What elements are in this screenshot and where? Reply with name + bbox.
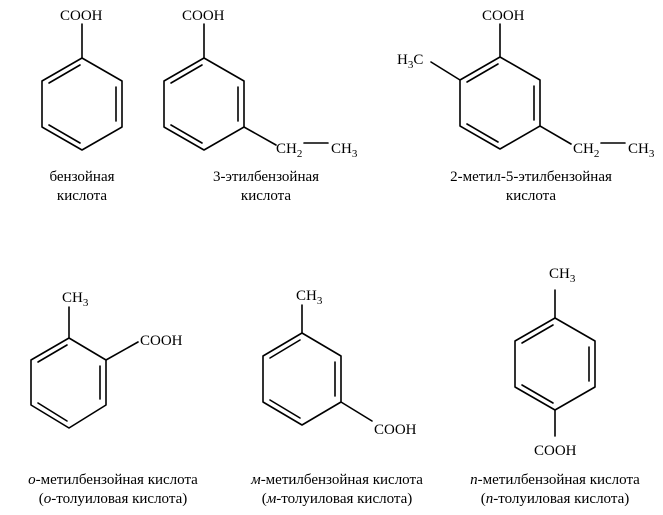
para-caption-alt-rest: -толуиловая кислота) (493, 491, 630, 507)
methylethylbenzoic-acid-methyl-bond (430, 61, 461, 81)
methylethylbenzoic-acid-ring (459, 56, 541, 150)
methylethylbenzoic-acid-ch2-label: CH2 (573, 141, 599, 160)
benzoic-acid-structure: COOH (41, 8, 123, 151)
ortho-caption-alt-rest: -толуиловая кислота) (51, 491, 188, 507)
meta-caption-alt-rest: -толуиловая кислота) (276, 491, 413, 507)
para-paren-open: ( (480, 491, 486, 507)
meta-paren-open: ( (261, 491, 267, 507)
ortho-toluic-acid-caption-line1: о-метилбензойная кислота (0, 471, 226, 490)
methylethylbenzoic-acid-caption-line2: кислота (505, 188, 557, 204)
ortho-toluic-acid-inner-bond (37, 402, 68, 422)
ortho-toluic-acid-caption-line2: (о-толуиловая кислота) (0, 490, 226, 509)
meta-toluic-acid-inner-bond (269, 399, 301, 419)
ethylbenzoic-acid-caption: 3-этилбензойная кислота (188, 168, 344, 206)
meta-prefix-alt: м (266, 491, 277, 507)
ethylbenzoic-acid-cooh-label: COOH (182, 8, 225, 24)
meta-prefix: м (251, 472, 261, 488)
para-toluic-acid-structure: CH3 COOH (514, 266, 596, 459)
para-prefix-alt: п (485, 491, 494, 507)
ortho-toluic-acid-structure: CH3 COOH (30, 290, 183, 429)
para-toluic-acid-caption-line1: п-метилбензойная кислота (448, 471, 662, 490)
ortho-toluic-acid-caption: о-метилбензойная кислота (о-толуиловая к… (0, 471, 226, 509)
methylethylbenzoic-acid-ch3-label: CH3 (628, 141, 655, 160)
methylethylbenzoic-acid-ethyl-bond (539, 125, 572, 145)
methylethylbenzoic-acid-cooh-label: COOH (482, 8, 525, 24)
meta-toluic-acid-caption-line2: (м-толуиловая кислота) (226, 490, 448, 509)
ethylbenzoic-acid-inner-bond (170, 124, 203, 144)
methylethylbenzoic-acid-caption-line1: 2-метил-5-этилбензойная (450, 169, 612, 185)
para-caption-rest: -метилбензойная кислота (477, 472, 640, 488)
para-toluic-acid-caption: п-метилбензойная кислота (п-толуиловая к… (448, 471, 662, 509)
meta-toluic-acid-inner-bond (269, 339, 301, 359)
para-toluic-acid-ring (514, 317, 596, 411)
meta-toluic-acid-ring (262, 332, 342, 426)
ortho-toluic-acid-ch3-label: CH3 (62, 290, 89, 309)
ethylbenzoic-acid-ch2-label: CH2 (276, 141, 302, 160)
ortho-caption-rest: -метилбензойная кислота (35, 472, 198, 488)
benzoic-acid-inner-bond (48, 124, 81, 144)
para-toluic-acid-ch3-label: CH3 (549, 266, 576, 285)
ethylbenzoic-acid-inner-bond (170, 64, 203, 84)
benzoic-acid-cooh-label: COOH (60, 8, 103, 24)
para-toluic-acid-cooh-label: COOH (534, 443, 577, 459)
methylethylbenzoic-acid-inner-bond (466, 123, 499, 143)
benzoic-acid-caption: бензойная кислота (32, 168, 132, 206)
ethylbenzoic-acid-ch3-label: CH3 (331, 141, 358, 160)
meta-toluic-acid-cooh-label: COOH (374, 422, 417, 438)
ethylbenzoic-acid-caption-line1: 3-этилбензойная (212, 169, 320, 185)
ethylbenzoic-acid-caption-line2: кислота (240, 188, 292, 204)
methylethylbenzoic-acid-inner-bond (466, 63, 499, 83)
ortho-toluic-acid-cooh-label: COOH (140, 333, 183, 349)
benzoic-acid-ring (41, 57, 123, 151)
meta-toluic-acid-ch3-label: CH3 (296, 288, 323, 307)
ortho-toluic-acid-ring (30, 337, 107, 429)
ethylbenzoic-acid-structure: COOH CH2 CH3 (163, 8, 358, 160)
ortho-paren-open: ( (38, 491, 44, 507)
meta-toluic-acid-caption: м-метилбензойная кислота (м-толуиловая к… (226, 471, 448, 509)
meta-caption-rest: -метилбензойная кислота (260, 472, 423, 488)
meta-toluic-acid-caption-line1: м-метилбензойная кислота (226, 471, 448, 490)
para-toluic-acid-inner-bond (521, 324, 554, 344)
ortho-prefix: о (28, 472, 36, 488)
methylethylbenzoic-acid-structure: COOH H3C CH2 CH3 (397, 8, 655, 160)
benzoic-acid-caption-line1: бензойная (49, 169, 115, 185)
benzoic-acid-caption-line2: кислота (56, 188, 108, 204)
para-toluic-acid-caption-line2: (п-толуиловая кислота) (448, 490, 662, 509)
ethylbenzoic-acid-ethyl-bond (243, 126, 277, 146)
ortho-toluic-acid-cooh-bond (105, 341, 139, 361)
methylethylbenzoic-acid-caption: 2-метил-5-этилбензойная кислота (418, 168, 644, 206)
meta-toluic-acid-structure: CH3 COOH (262, 288, 417, 438)
meta-toluic-acid-cooh-bond (340, 401, 373, 422)
benzoic-acid-inner-bond (48, 64, 81, 84)
para-toluic-acid-inner-bond (521, 384, 554, 404)
ortho-toluic-acid-inner-bond (37, 344, 68, 363)
ethylbenzoic-acid-ring (163, 57, 245, 151)
para-prefix: п (470, 472, 478, 488)
ortho-prefix-alt: о (43, 491, 52, 507)
methylethylbenzoic-acid-h3c-label: H3C (397, 52, 423, 71)
